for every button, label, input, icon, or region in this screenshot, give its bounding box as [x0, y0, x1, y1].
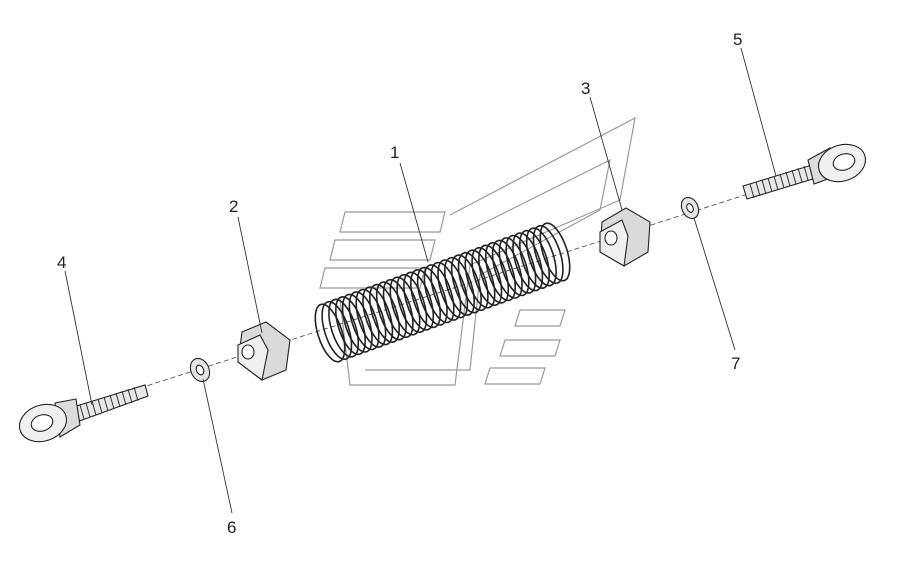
eye-bolt-left [18, 384, 149, 443]
spring [314, 222, 571, 363]
callout-5: 5 [733, 30, 742, 49]
leader-1 [399, 162, 429, 263]
eye-bolt-right [742, 143, 867, 200]
nut-right [599, 207, 651, 267]
leader-7 [693, 217, 736, 351]
leader-lines [64, 47, 777, 514]
washer-right [680, 196, 700, 220]
callout-6: 6 [227, 518, 236, 537]
nut-left [237, 321, 291, 381]
leader-4 [64, 270, 93, 406]
callout-3: 3 [581, 79, 590, 98]
callout-7: 7 [731, 354, 740, 373]
leader-5 [740, 47, 777, 177]
leader-2 [237, 216, 263, 334]
leader-6 [202, 378, 233, 514]
callout-1: 1 [390, 143, 399, 162]
callout-2: 2 [229, 197, 238, 216]
callout-4: 4 [57, 253, 66, 272]
leader-3 [589, 96, 623, 211]
washer-left [189, 357, 211, 383]
